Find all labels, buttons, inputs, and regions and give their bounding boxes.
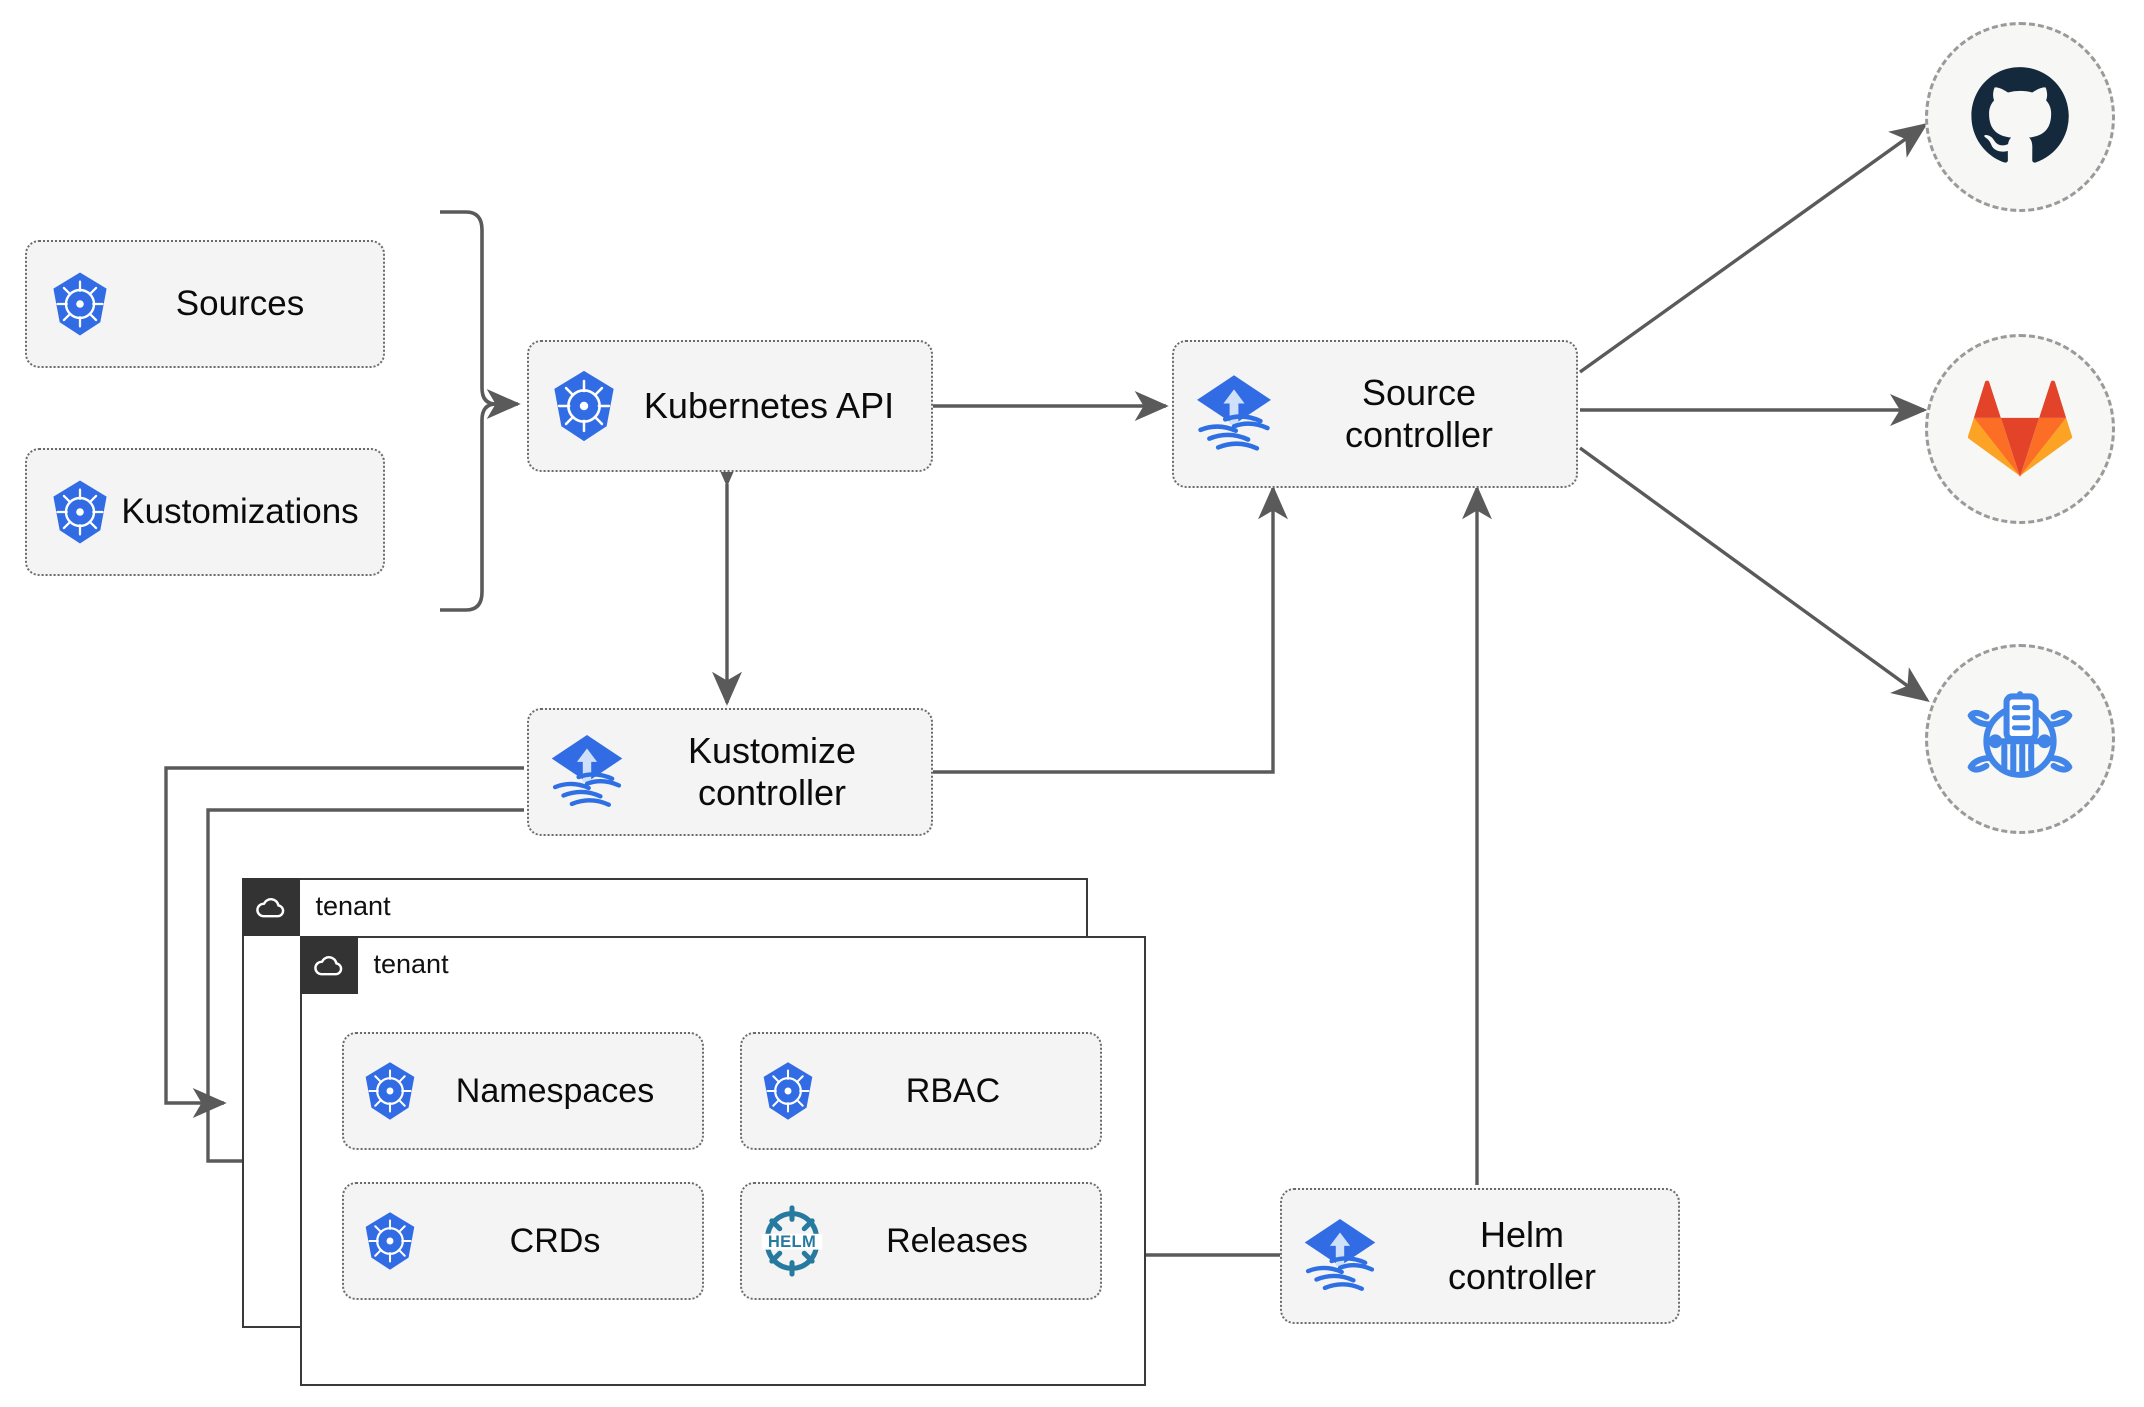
provider-helm-repository[interactable] (1925, 644, 2115, 834)
node-kustomizations-label: Kustomizations (121, 492, 359, 532)
edge-source-ctrl-github (1579, 123, 1928, 374)
node-rbac-label: RBAC (905, 1071, 1001, 1110)
cloud-icon (241, 877, 300, 936)
node-kustomize-controller-label: Kustomize controller (687, 729, 857, 813)
node-sources-label: Sources (175, 284, 305, 324)
node-crds[interactable]: CRDs (342, 1182, 704, 1300)
node-helm-controller[interactable]: Helm controller (1280, 1188, 1680, 1324)
node-kustomizations[interactable]: Kustomizations (25, 448, 385, 576)
edge-brace-group (440, 210, 497, 612)
kubernetes-icon (45, 477, 115, 547)
gitlab-icon (1967, 380, 2073, 477)
edge-source-ctrl-helm-repository (1579, 446, 1930, 702)
kubernetes-icon (358, 1059, 422, 1123)
node-rbac[interactable]: RBAC (740, 1032, 1102, 1150)
tenant-inner-container: tenant (299, 935, 1146, 1386)
tenant-outer-header: tenant (241, 877, 391, 936)
node-releases-label: Releases (886, 1221, 1028, 1260)
node-sources[interactable]: Sources (25, 240, 385, 368)
edge-kustomize-ctrl-tenant-outer (164, 766, 524, 1118)
node-helm-controller-label: Helm controller (1447, 1213, 1597, 1297)
helm-icon: HELM (756, 1205, 828, 1277)
node-releases[interactable]: HELM Releases (740, 1182, 1102, 1300)
flux-icon (545, 730, 629, 814)
provider-gitlab[interactable] (1925, 334, 2115, 524)
node-kubernetes-api-label: Kubernetes API (643, 384, 895, 426)
tenant-inner-header: tenant (299, 935, 449, 994)
node-source-controller-label: Source controller (1344, 371, 1494, 455)
kubernetes-icon (756, 1059, 820, 1123)
node-kustomize-controller[interactable]: Kustomize controller (527, 708, 933, 836)
svg-text:HELM: HELM (768, 1232, 816, 1251)
node-kubernetes-api[interactable]: Kubernetes API (527, 340, 933, 472)
github-icon (1971, 67, 2069, 163)
flux-icon (1298, 1214, 1382, 1298)
kubernetes-icon (545, 367, 623, 445)
cloud-icon (299, 935, 358, 994)
kubernetes-icon (358, 1209, 422, 1273)
edge-kustomize-ctrl-source-ctrl (930, 485, 1288, 774)
tenant-outer-label: tenant (315, 891, 391, 921)
node-namespaces[interactable]: Namespaces (342, 1032, 704, 1150)
node-source-controller[interactable]: Source controller (1172, 340, 1578, 488)
kubernetes-icon (45, 269, 115, 339)
node-namespaces-label: Namespaces (455, 1071, 655, 1110)
tenant-inner-label: tenant (373, 949, 449, 979)
node-crds-label: CRDs (509, 1221, 601, 1260)
provider-github[interactable] (1925, 22, 2115, 212)
flux-icon (1190, 370, 1278, 458)
helm-repository-icon (1967, 691, 2073, 778)
